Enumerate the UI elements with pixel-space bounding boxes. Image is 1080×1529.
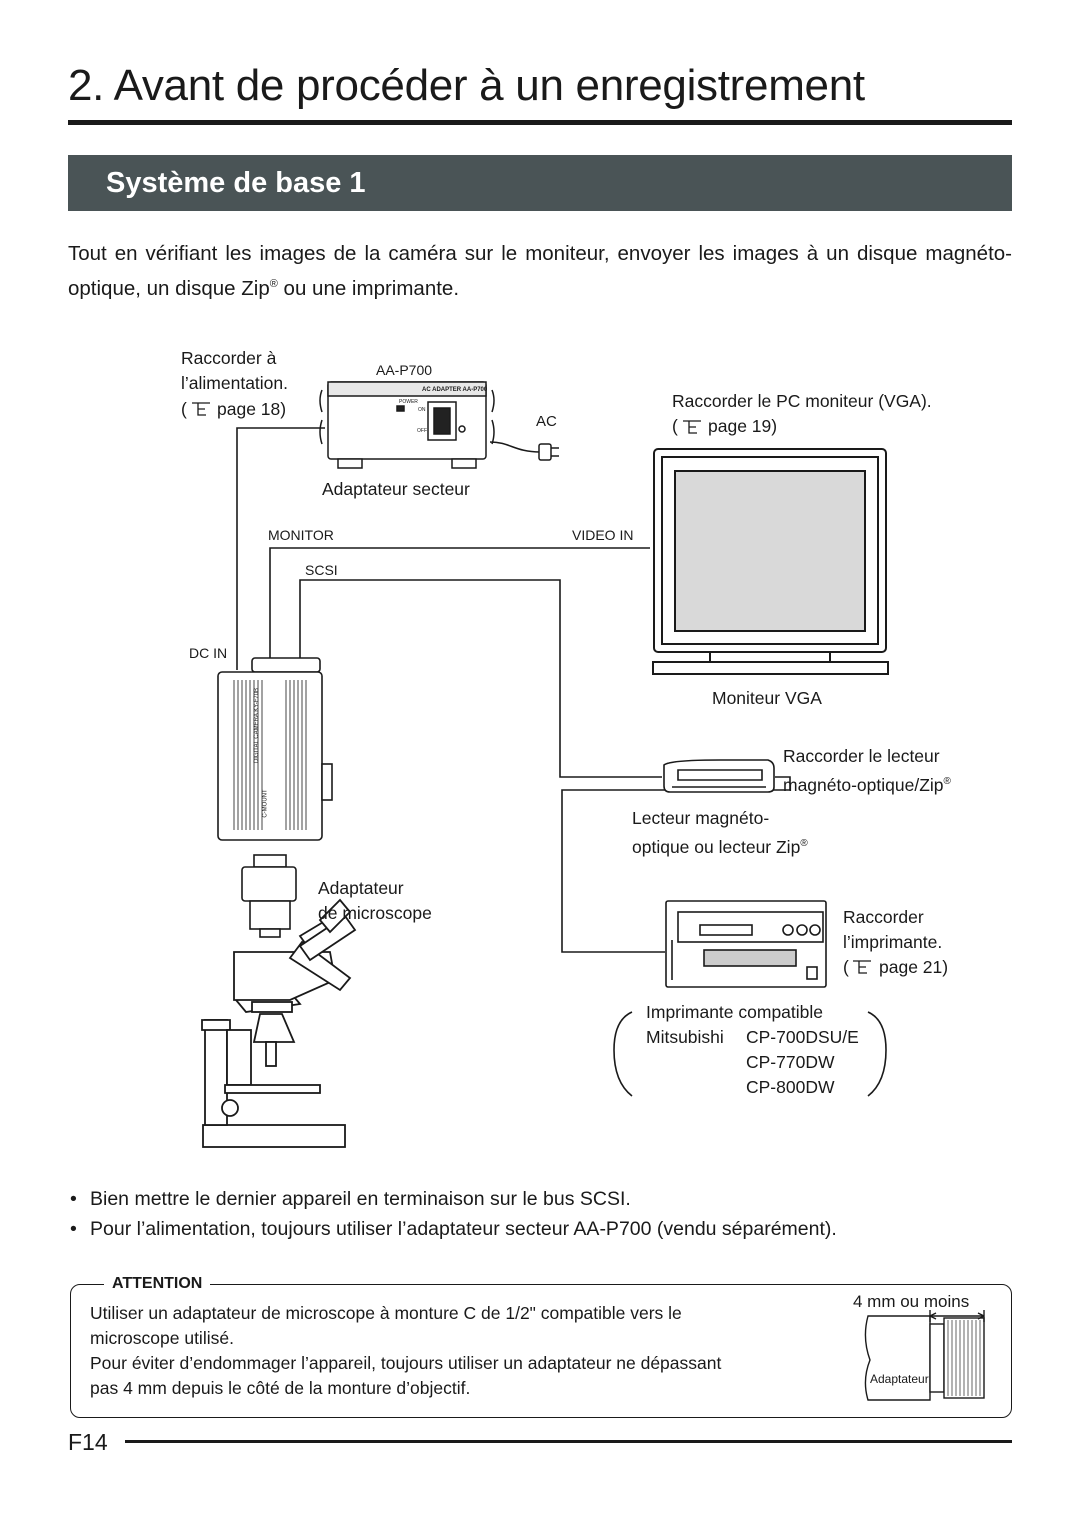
port-scsi-label: SCSI <box>305 562 338 578</box>
printer-compat-brand: Mitsubishi <box>646 1027 724 1047</box>
bullet-list: Bien mettre le dernier appareil en termi… <box>68 1184 1012 1244</box>
power-note-paren: ( <box>181 399 187 419</box>
port-monitor-label: MONITOR <box>268 527 334 543</box>
drive-note-text: magnéto-optique/Zip <box>783 774 944 795</box>
bullet-item: Bien mettre le dernier appareil en termi… <box>68 1184 1012 1214</box>
printer-model-1: CP-700DSU/E <box>746 1027 859 1047</box>
registered-mark: ® <box>269 278 278 290</box>
ac-label: AC <box>536 413 557 430</box>
intro-text: Tout en vérifiant les images de la camér… <box>68 242 1012 300</box>
adapter-drawing <box>864 1310 985 1401</box>
camera-drawing <box>217 657 333 938</box>
page-number: F14 <box>68 1429 108 1455</box>
port-dc-in-label: DC IN <box>189 645 228 661</box>
footer-rule <box>125 1440 1012 1443</box>
printer-drawing <box>665 900 827 988</box>
pointing-hand-icon <box>853 960 871 974</box>
section-bar: Système de base 1 <box>68 155 1012 211</box>
camera-model-text: DIGITAL CAMERA KY-F70B <box>254 687 261 764</box>
microscope-drawing <box>201 898 357 1148</box>
pointing-hand-icon <box>683 420 701 434</box>
power-note-line1: Raccorder à <box>181 348 277 368</box>
power-note-page-ref: page 18) <box>217 399 287 419</box>
monitor-label: Moniteur VGA <box>712 688 822 708</box>
ac-plug-icon <box>538 443 559 461</box>
microscope-adapter-line1: Adaptateur <box>318 878 404 898</box>
drive-note-registered: ® <box>943 776 951 787</box>
pointing-hand-icon <box>192 402 210 416</box>
figure-dimension-label: 4 mm ou moins <box>853 1292 970 1311</box>
drive-label-registered: ® <box>800 838 808 849</box>
bullet-item: Pour l’alimentation, toujours utiliser l… <box>68 1214 1012 1244</box>
microscope-adapter-line2: de microscope <box>318 903 432 923</box>
drive-label-text: optique ou lecteur Zip <box>632 836 801 857</box>
attention-line: microscope utilisé. <box>90 1328 234 1348</box>
power-note-line2: l’alimentation. <box>181 373 288 393</box>
adapter-figure: 4 mm ou moins Adaptateur <box>848 1288 1008 1413</box>
intro-paragraph: Tout en vérifiant les images de la camér… <box>68 238 1012 304</box>
monitor-note-paren: ( <box>672 416 678 436</box>
intro-text-end: ou une imprimante. <box>277 276 460 300</box>
drive-note-line1: Raccorder le lecteur <box>783 746 940 766</box>
section-title: Système de base 1 <box>106 167 366 199</box>
on-label: ON <box>418 407 426 413</box>
connection-diagram: Raccorder à l’alimentation. ( page 18) A… <box>170 340 1000 1160</box>
port-video-in-label: VIDEO IN <box>572 527 634 543</box>
ac-adapter-label: Adaptateur secteur <box>322 479 470 499</box>
camera-mount-text: C-MOUNT <box>262 789 269 818</box>
chapter-title: 2. Avant de procéder à un enregistrement <box>68 61 865 110</box>
mo-drive-drawing <box>663 759 775 793</box>
ac-panel-label: AC ADAPTER AA-P700 <box>422 387 488 393</box>
printer-model-2: CP-770DW <box>746 1052 835 1072</box>
printer-model-3: CP-800DW <box>746 1077 835 1097</box>
vga-monitor-drawing <box>652 448 889 675</box>
attention-line: Pour éviter d’endommager l’appareil, tou… <box>90 1353 722 1373</box>
attention-line: Utiliser un adaptateur de microscope à m… <box>90 1303 682 1323</box>
attention-heading: ATTENTION <box>104 1274 211 1294</box>
printer-note-line1: Raccorder <box>843 907 924 927</box>
attention-line: pas 4 mm depuis le côté de la monture d’… <box>90 1378 471 1398</box>
attention-text: Utiliser un adaptateur de microscope à m… <box>90 1301 830 1401</box>
off-label: OFF <box>417 428 427 434</box>
figure-adapter-label: Adaptateur <box>870 1372 929 1386</box>
drive-note-line2: magnéto-optique/Zip® <box>783 769 951 798</box>
ac-model-label: AA-P700 <box>376 362 433 378</box>
monitor-note-line1: Raccorder le PC moniteur (VGA). <box>672 391 932 411</box>
ac-adapter-drawing <box>319 381 495 469</box>
printer-compat-title: Imprimante compatible <box>646 1002 824 1022</box>
attention-box <box>70 1284 1012 1418</box>
printer-note-line2: l’imprimante. <box>843 932 943 952</box>
chapter-rule <box>68 120 1012 125</box>
power-label: POWER <box>399 399 418 405</box>
monitor-note-page-ref: page 19) <box>708 416 778 436</box>
printer-note-paren: ( <box>843 957 849 977</box>
diagram-drawing <box>192 381 889 1148</box>
printer-note-page-ref: page 21) <box>879 957 949 977</box>
drive-label-line1: Lecteur magnéto- <box>632 808 770 828</box>
drive-label-line2: optique ou lecteur Zip® <box>632 831 808 860</box>
